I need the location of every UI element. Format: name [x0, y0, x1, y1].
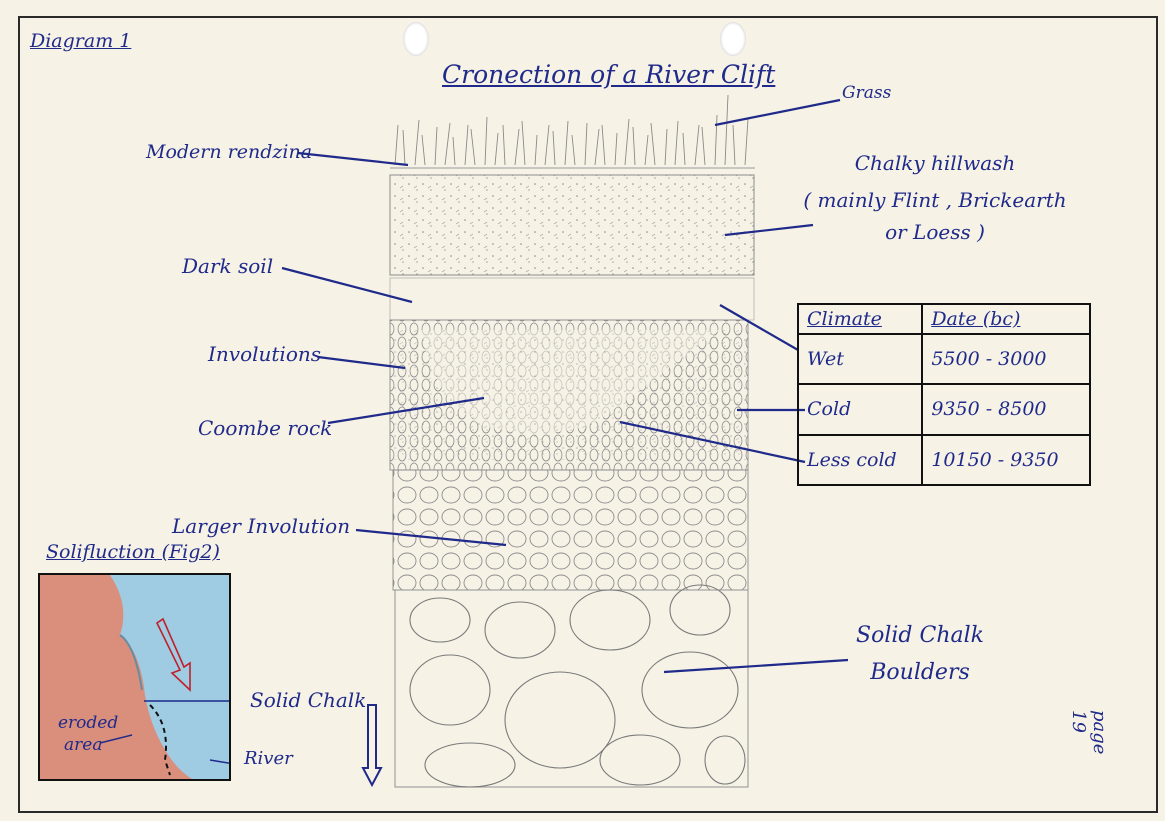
- table-header-row: Climate Date (bc): [796, 303, 1091, 335]
- label-grass: Grass: [842, 83, 892, 103]
- leader-lines: [281, 98, 849, 674]
- inset-title: Solifluction (Fig2): [46, 541, 220, 563]
- punch-hole: [403, 22, 429, 56]
- label-hillwash-1: Chalky hillwash: [854, 151, 1016, 175]
- inset-river-label: River: [244, 748, 293, 769]
- label-involutions: Involutions: [208, 342, 322, 366]
- label-hillwash-2: ( mainly Flint , Brickearth: [803, 188, 1067, 212]
- border-frame: [18, 16, 1158, 813]
- table-header-date: Date (bc): [921, 303, 1091, 335]
- label-boulders-1: Solid Chalk: [856, 623, 984, 648]
- grass-layer: [390, 94, 755, 169]
- table-row: Wet 5500 - 3000: [796, 332, 1091, 386]
- label-dark-soil: Dark soil: [182, 254, 274, 278]
- inset-eroded-label-1: eroded: [58, 713, 119, 733]
- table-cell-date: 5500 - 3000: [921, 332, 1091, 386]
- boulder-layer: [394, 584, 749, 788]
- label-rendzina: Modern rendzina: [146, 141, 313, 163]
- larger-involution-layer: [392, 469, 749, 591]
- climate-table: Climate Date (bc) Wet 5500 - 3000 Cold 9…: [796, 303, 1091, 487]
- table-cell-climate: Cold: [796, 383, 924, 436]
- table-cell-climate: Wet: [796, 332, 924, 386]
- solifluction-inset: [38, 573, 231, 781]
- table-cell-date: 10150 - 9350: [921, 433, 1091, 487]
- label-boulders-2: Boulders: [870, 660, 970, 685]
- page-title: Cronection of a River Clift: [442, 60, 776, 89]
- down-arrow-icon: [361, 704, 383, 788]
- punch-hole: [720, 22, 746, 56]
- hillwash-layer: [389, 174, 755, 276]
- red-arrow-icon: [155, 617, 191, 692]
- diagram-label: Diagram 1: [30, 30, 132, 52]
- dark-soil-layer: [389, 277, 755, 321]
- label-larger-involution: Larger Involution: [172, 514, 351, 538]
- table-row: Cold 9350 - 8500: [796, 383, 1091, 436]
- solifluction-drawing: [40, 575, 229, 779]
- table-cell-climate: Less cold: [796, 433, 924, 487]
- inset-eroded-label-2: area: [64, 735, 103, 755]
- page-stamp: page 19: [1068, 710, 1110, 755]
- label-hillwash-3: or Loess ): [885, 220, 985, 244]
- label-solid-chalk: Solid Chalk: [250, 688, 367, 712]
- table-cell-date: 9350 - 8500: [921, 383, 1091, 436]
- label-coombe-rock: Coombe rock: [198, 416, 333, 440]
- table-header-climate: Climate: [796, 303, 924, 335]
- table-row: Less cold 10150 - 9350: [796, 433, 1091, 487]
